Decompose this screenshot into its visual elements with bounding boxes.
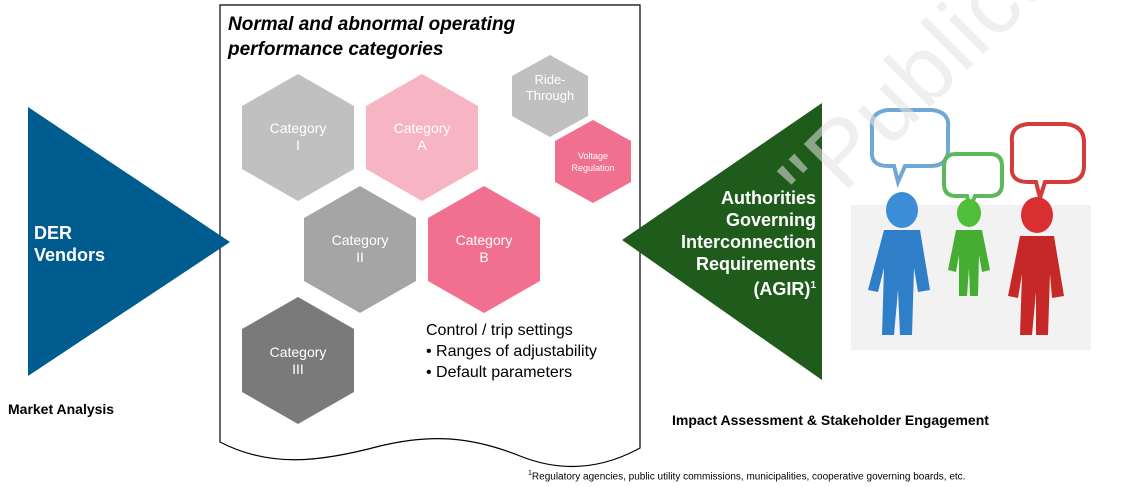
footnote-text: Regulatory agencies, public utility comm… <box>531 471 966 483</box>
der-vendors-label: DER Vendors <box>34 222 105 266</box>
impact-assessment-caption: Impact Assessment & Stakeholder Engageme… <box>672 412 989 428</box>
der-vendors-line2: Vendors <box>34 245 106 265</box>
stakeholders-illustration <box>851 108 1091 350</box>
market-analysis-caption: Market Analysis <box>8 401 115 417</box>
der-vendors-triangle <box>28 107 230 376</box>
hexagon-category-i <box>242 74 354 201</box>
agir-superscript: 1 <box>810 280 816 291</box>
settings-item: • Ranges of adjustability <box>426 343 598 360</box>
hexagon-category-b <box>428 186 540 313</box>
speech-bubble-icon <box>942 152 1004 215</box>
footnote: 1Regulatory agencies, public utility com… <box>528 470 965 482</box>
person-blue-icon <box>868 192 930 335</box>
person-red-icon <box>1008 197 1064 335</box>
ride-through-label: Ride-Through <box>525 72 575 103</box>
der-vendors-line1: DER <box>34 223 73 243</box>
speech-bubble-icon <box>869 108 951 189</box>
footnote-marker: 1 <box>528 470 532 477</box>
agir-line5: (AGIR)1 <box>753 279 816 299</box>
hexagon-category-a <box>366 74 478 201</box>
agir-triangle <box>622 103 822 380</box>
hexagon-ride-through <box>512 55 588 137</box>
settings-heading: Control / trip settings <box>426 322 573 339</box>
settings-item: • Default parameters <box>426 364 573 381</box>
agir-line3: Interconnection <box>680 232 816 252</box>
agir-line2: Governing <box>725 210 816 230</box>
hexagon-category-ii <box>304 186 416 313</box>
speech-bubble-icon <box>1009 122 1086 206</box>
agir-line4: Requirements <box>695 254 816 274</box>
hexagon-voltage-regulation <box>555 120 631 203</box>
settings-list: Control / trip settings • Ranges of adju… <box>426 320 597 383</box>
agir-label: Authorities Governing Interconnection Re… <box>640 187 816 300</box>
hexagon-category-iii <box>242 297 354 424</box>
page-title: Normal and abnormal operating performanc… <box>228 14 516 60</box>
person-green-icon <box>948 199 990 296</box>
agir-line1: Authorities <box>720 188 816 208</box>
